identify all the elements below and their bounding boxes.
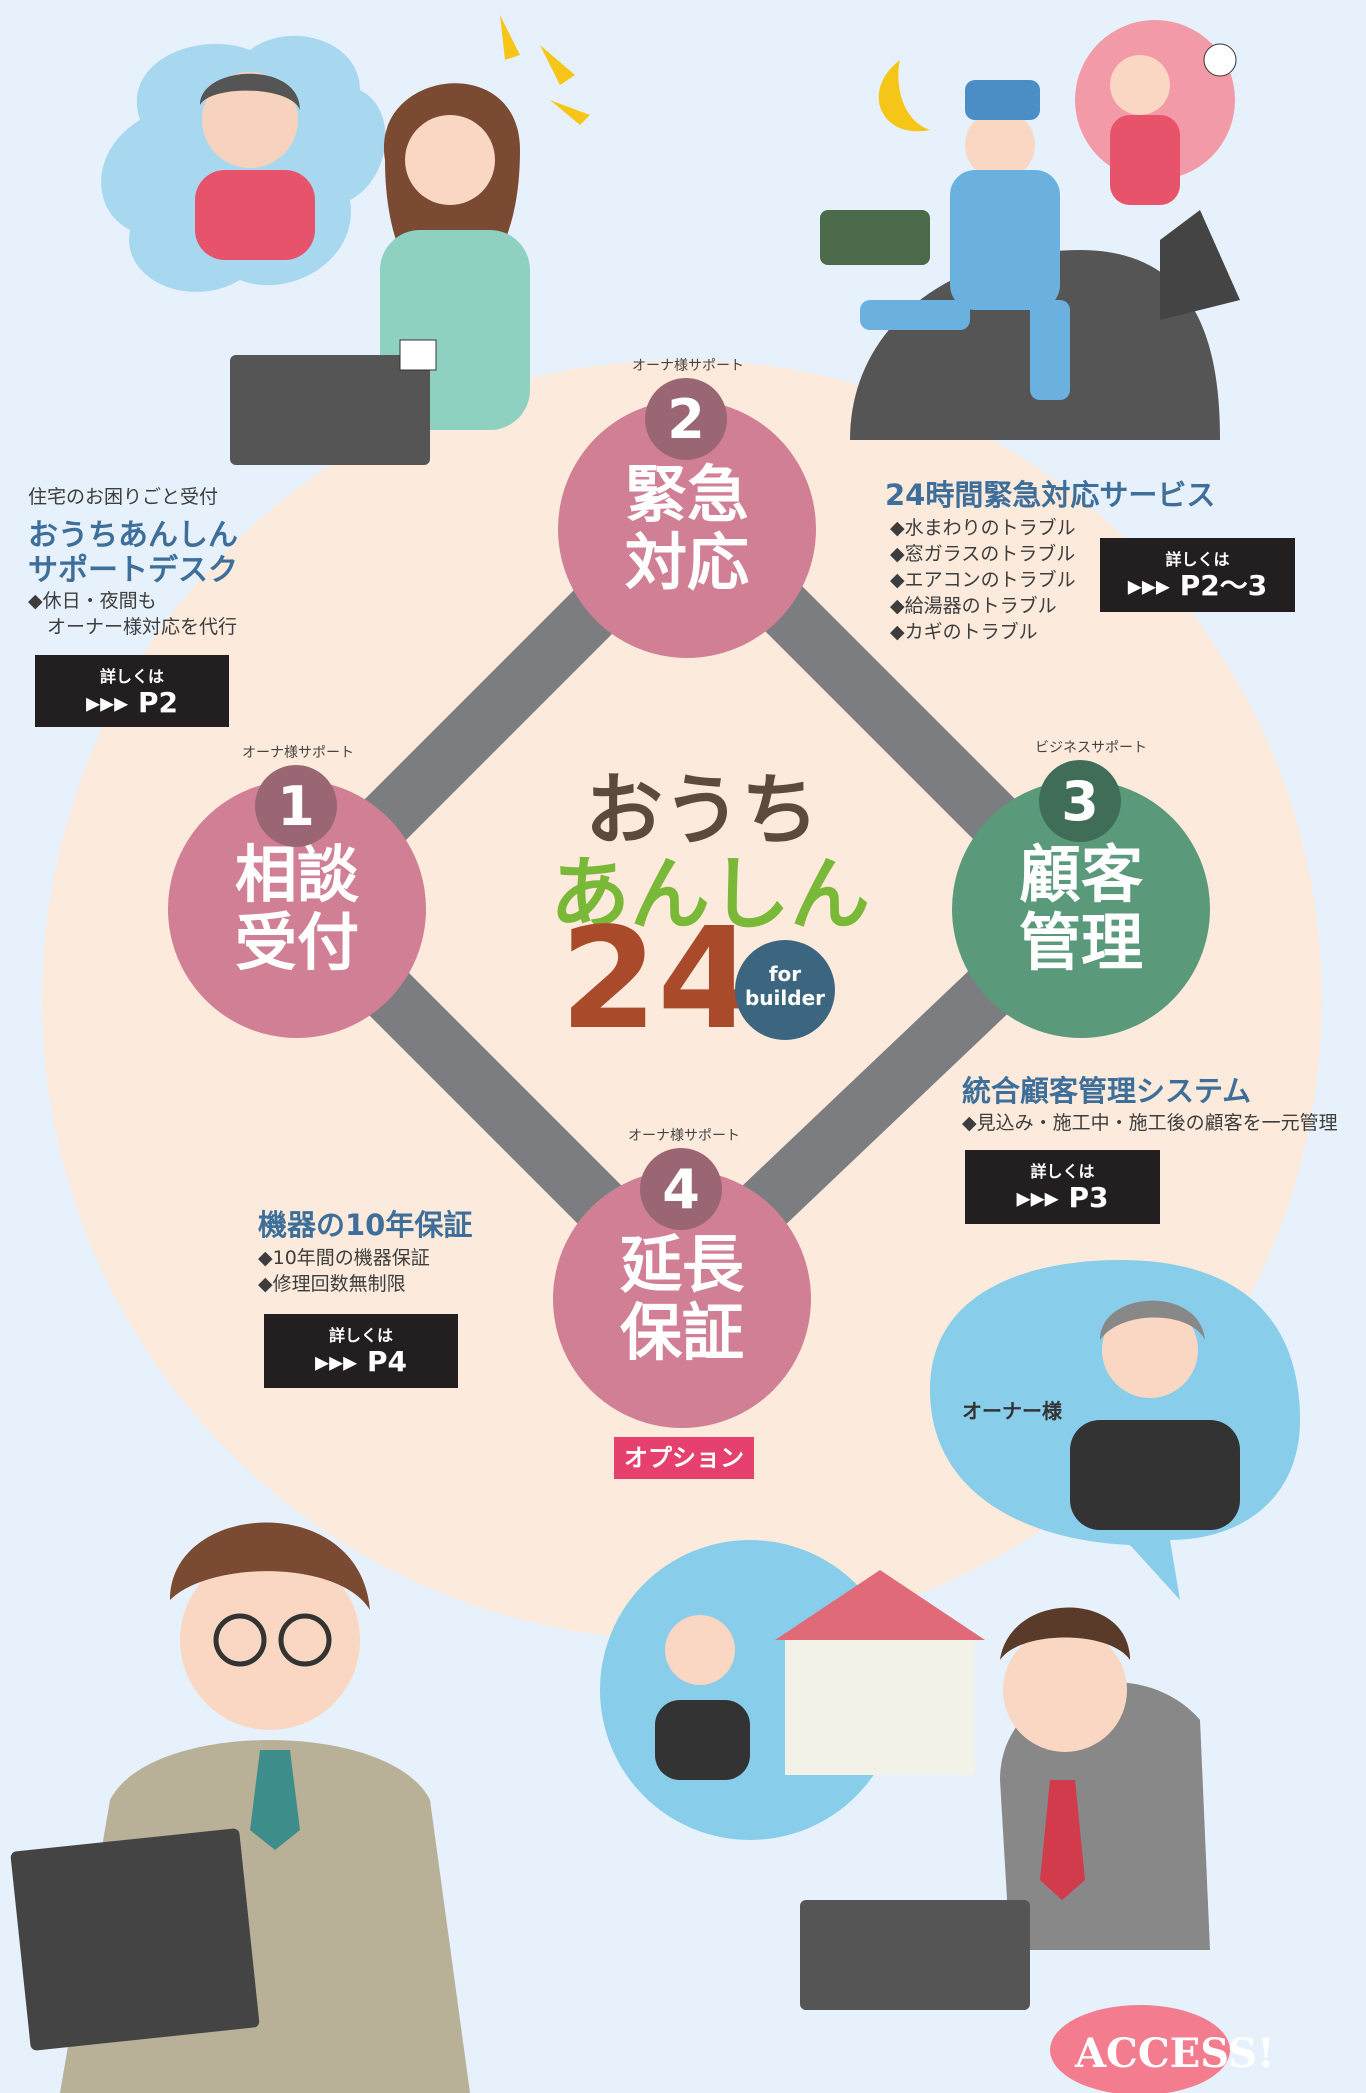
service-3-caption: ビジネスサポート: [1035, 740, 1147, 756]
desk-bullets: ◆休日・夜間も オーナー様対応を代行: [28, 588, 237, 640]
emergency-bullet: ◆給湯器のトラブル: [890, 595, 1057, 617]
service-2-title-line1: 緊急: [624, 458, 749, 531]
desk-details-button[interactable]: 詳しくは ▸▸▸ P2: [35, 655, 229, 727]
service-2-title-line2: 対応: [624, 526, 749, 599]
crm-button-line1: 詳しくは: [1030, 1162, 1095, 1181]
logo-number: 24: [560, 898, 755, 1061]
access-label: ACCESS!: [1075, 2030, 1275, 2077]
service-1-caption: オーナ様サポート: [242, 745, 354, 761]
service-emergency[interactable]: 緊急 対応: [558, 400, 816, 658]
desk-button-line1: 詳しくは: [99, 667, 164, 686]
service-3-title-line1: 顧客: [1018, 838, 1143, 911]
desk-title-line2: サポートデスク: [28, 553, 238, 588]
desk-subtitle: 住宅のお困りごと受付: [28, 486, 219, 508]
service-4-caption: オーナ様サポート: [628, 1128, 740, 1144]
crm-button-line2: ▸▸▸ P3: [1016, 1181, 1109, 1214]
service-2-caption: オーナ様サポート: [632, 358, 744, 374]
crm-title: 統合顧客管理システム: [962, 1074, 1252, 1108]
service-1-title-line1: 相談: [234, 838, 359, 911]
logo-line1: おうち: [585, 766, 820, 856]
service-4-number: 4: [640, 1148, 722, 1230]
desk-title-line1: おうちあんしん: [28, 518, 238, 553]
desk-bullet: ◆休日・夜間も: [28, 590, 157, 612]
warranty-button-line1: 詳しくは: [328, 1326, 393, 1345]
warranty-bullet: ◆10年間の機器保証: [258, 1247, 430, 1269]
option-badge: オプション: [614, 1437, 754, 1479]
service-1-title-line2: 受付: [234, 906, 359, 979]
emergency-button-line1: 詳しくは: [1165, 550, 1230, 569]
warranty-title: 機器の10年保証: [258, 1208, 473, 1242]
crm-details-button[interactable]: 詳しくは ▸▸▸ P3: [965, 1150, 1160, 1224]
service-2-number: 2: [645, 378, 727, 460]
crm-bullet: ◆見込み・施工中・施工後の顧客を一元管理: [962, 1112, 1338, 1134]
emergency-worker-illustration: [820, 20, 1240, 440]
for-builder-badge: for builder: [735, 940, 835, 1040]
emergency-bullet: ◆エアコンのトラブル: [890, 569, 1076, 591]
emergency-bullet: ◆窓ガラスのトラブル: [890, 543, 1076, 565]
warranty-bullets: ◆10年間の機器保証 ◆修理回数無制限: [258, 1245, 430, 1297]
warranty-bullet: ◆修理回数無制限: [258, 1273, 406, 1295]
emergency-title: 24時間緊急対応サービス: [885, 478, 1216, 512]
badge-line1: for: [768, 962, 802, 986]
service-4-title-line2: 保証: [619, 1296, 744, 1369]
emergency-bullets: ◆水まわりのトラブル ◆窓ガラスのトラブル ◆エアコンのトラブル ◆給湯器のトラ…: [890, 515, 1076, 645]
emergency-bullet: ◆カギのトラブル: [890, 621, 1038, 643]
desk-button-line2: ▸▸▸ P2: [86, 686, 178, 719]
emergency-bullet: ◆水まわりのトラブル: [890, 517, 1076, 539]
service-3-title-line2: 管理: [1018, 906, 1143, 979]
crm-illustration: [600, 1260, 1300, 2093]
businessman-illustration: [10, 1522, 470, 2093]
desk-bullet: オーナー様対応を代行: [28, 616, 238, 638]
service-1-number: 1: [255, 765, 337, 847]
call-center-illustration: [101, 15, 590, 465]
badge-line2: builder: [744, 986, 825, 1010]
service-3-number: 3: [1039, 760, 1121, 842]
warranty-button-line2: ▸▸▸ P4: [315, 1345, 407, 1378]
crm-bullets: ◆見込み・施工中・施工後の顧客を一元管理: [962, 1110, 1338, 1136]
logo-line2: あんしん: [550, 848, 870, 941]
warranty-details-button[interactable]: 詳しくは ▸▸▸ P4: [264, 1314, 458, 1388]
owner-label: オーナー様: [962, 1399, 1062, 1423]
emergency-details-button[interactable]: 詳しくは ▸▸▸ P2〜3: [1100, 538, 1295, 612]
emergency-button-line2: ▸▸▸ P2〜3: [1127, 569, 1268, 602]
service-4-title-line1: 延長: [619, 1228, 744, 1301]
